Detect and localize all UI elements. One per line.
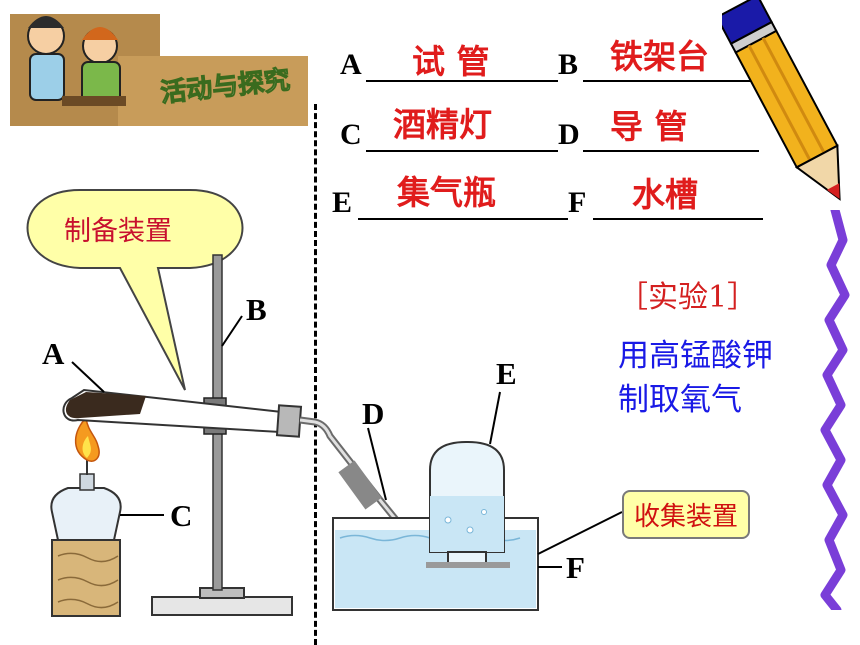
diagram-label-d: D <box>362 396 385 431</box>
stand-base <box>151 596 293 616</box>
gas-jar <box>429 441 505 565</box>
experiment-line-2: 制取氧气 <box>618 382 742 418</box>
experiment-line-1: 用高锰酸钾 <box>618 338 773 374</box>
activity-badge-art <box>10 14 308 126</box>
answer-d: 导 管 <box>610 107 688 146</box>
diagram-label-c: C <box>170 498 193 533</box>
slot-letter-e: E <box>332 186 353 219</box>
blank-d <box>583 150 759 152</box>
leader-d <box>367 427 387 501</box>
blank-f <box>593 218 763 220</box>
slot-letter-b: B <box>558 48 579 81</box>
preparation-callout: 制备装置 <box>64 216 172 247</box>
leader-collect <box>537 511 623 555</box>
pencil-icon <box>722 0 841 201</box>
slot-letter-a: A <box>340 48 362 81</box>
test-tube <box>62 388 303 438</box>
diagram-label-b: B <box>246 292 267 327</box>
preparation-bubble <box>26 189 244 391</box>
activity-badge: 活动与探究 <box>8 6 308 126</box>
answer-b: 铁架台 <box>610 37 709 76</box>
blank-e <box>358 218 568 220</box>
dashed-divider <box>314 104 317 645</box>
experiment-tag: ［实验1］ <box>618 280 758 315</box>
blank-b <box>583 80 759 82</box>
leader-b <box>221 315 243 347</box>
slot-letter-f: F <box>568 186 587 219</box>
answer-c: 酒精灯 <box>393 105 492 144</box>
leader-e <box>489 391 501 445</box>
slot-letter-c: C <box>340 118 362 151</box>
wavy-border <box>820 210 850 610</box>
answer-e: 集气瓶 <box>397 173 496 212</box>
diagram-label-a: A <box>42 336 65 371</box>
diagram-label-f: F <box>566 550 585 585</box>
blank-c <box>366 150 558 152</box>
collection-callout: 收集装置 <box>622 490 751 539</box>
answer-f: 水槽 <box>632 175 698 214</box>
slot-letter-d: D <box>558 118 580 151</box>
answer-a: 试 管 <box>412 42 490 81</box>
blank-a <box>366 80 558 82</box>
diagram-label-e: E <box>496 356 517 391</box>
alcohol-lamp <box>50 487 122 541</box>
leader-a <box>71 361 105 393</box>
